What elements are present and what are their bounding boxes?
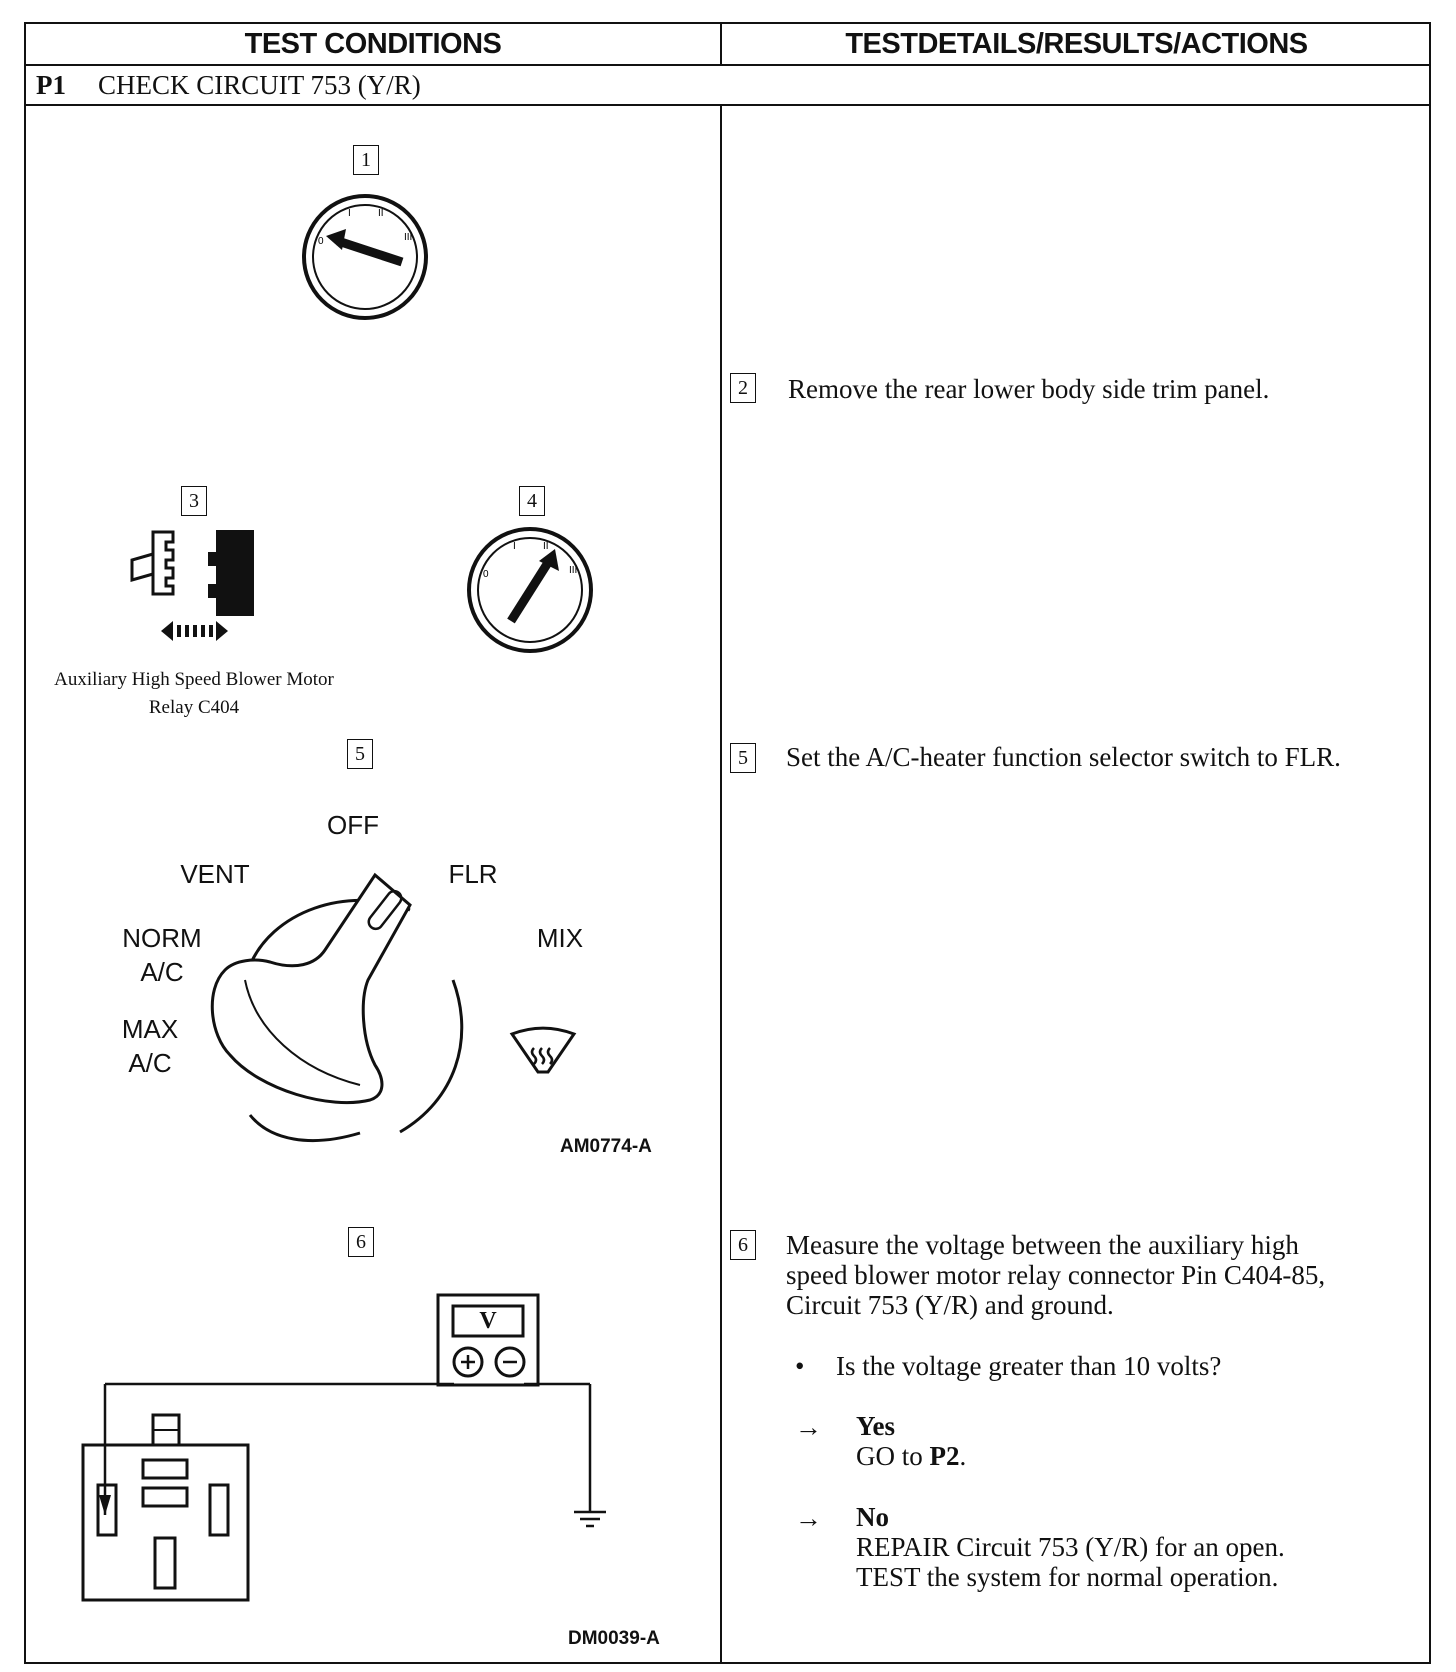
no-arrow-icon: → [795, 1503, 822, 1533]
procedure-table: TEST CONDITIONS TESTDETAILS/RESULTS/ACTI… [24, 22, 1431, 1664]
step-title: CHECK CIRCUIT 753 (Y/R) [98, 69, 421, 100]
step-6-line-2: speed blower motor relay connector Pin C… [786, 1260, 1326, 1290]
svg-text:III: III [404, 232, 412, 243]
step-5-text: Set the A/C-heater function selector swi… [786, 742, 1341, 772]
relay-caption-line1: Auxiliary High Speed Blower Motor [54, 669, 334, 690]
svg-text:III: III [569, 565, 577, 576]
step-2-text: Remove the rear lower body side trim pan… [788, 374, 1270, 404]
svg-text:I: I [348, 208, 351, 219]
dial-label-off: OFF [327, 810, 379, 840]
svg-text:II: II [543, 541, 549, 552]
step-box-1: 1 [353, 145, 379, 175]
relay-caption-line2: Relay C404 [148, 697, 240, 718]
yes-arrow-icon: → [795, 1412, 822, 1442]
no-label: No [856, 1502, 889, 1532]
function-selector-knob-icon [210, 872, 464, 1143]
header-divider [720, 24, 722, 66]
step-6-line-1: Measure the voltage between the auxiliar… [786, 1230, 1299, 1260]
defrost-icon [509, 1026, 577, 1074]
header-test-conditions: TEST CONDITIONS [244, 27, 502, 60]
step-id: P1 [36, 69, 66, 100]
svg-text:I: I [513, 541, 516, 552]
yes-action-pre: GO to [856, 1441, 930, 1471]
column-divider [720, 106, 722, 1664]
step-box-2-right: 2 [730, 373, 756, 403]
dial-label-vent: VENT [180, 859, 250, 889]
no-action-line-2: TEST the system for normal operation. [856, 1562, 1279, 1592]
ignition-switch-off-icon: 0 I II III [302, 194, 428, 320]
voltmeter-label: V [479, 1308, 497, 1334]
dial-label-max-ac: A/C [128, 1048, 172, 1078]
no-action-line-1: REPAIR Circuit 753 (Y/R) for an open. [856, 1532, 1285, 1562]
svg-text:0: 0 [318, 236, 324, 247]
dial-label-max: MAX [121, 1014, 179, 1044]
ignition-switch-run-icon: 0 I II III [467, 527, 593, 653]
dial-label-mix: MIX [536, 923, 584, 953]
svg-text:II: II [378, 208, 384, 219]
yes-action: GO to P2. [856, 1441, 966, 1471]
header-test-details: TESTDETAILS/RESULTS/ACTIONS [845, 27, 1308, 60]
svg-text:0: 0 [483, 569, 489, 580]
question-text: Is the voltage greater than 10 volts? [836, 1351, 1222, 1381]
step-6-line-3: Circuit 753 (Y/R) and ground. [786, 1290, 1114, 1320]
step-box-4: 4 [519, 486, 545, 516]
step-box-6: 6 [348, 1227, 374, 1257]
figure-code-dm0039: DM0039-A [568, 1628, 660, 1649]
step-box-5: 5 [347, 739, 373, 769]
step-box-6-right: 6 [730, 1230, 756, 1260]
bullet: • [795, 1351, 805, 1381]
relay-connector-icon [130, 530, 254, 641]
step-row: P1 CHECK CIRCUIT 753 (Y/R) [26, 66, 1429, 106]
dial-label-flr: FLR [448, 859, 498, 889]
voltmeter-circuit-diagram [81, 1293, 606, 1602]
step-box-5-right: 5 [730, 743, 756, 773]
yes-action-post: . [959, 1441, 967, 1471]
figure-code-am0774: AM0774-A [560, 1136, 652, 1157]
dial-label-norm-ac: A/C [140, 957, 184, 987]
table-header: TEST CONDITIONS TESTDETAILS/RESULTS/ACTI… [26, 24, 1429, 66]
yes-label: Yes [856, 1411, 895, 1441]
yes-action-target: P2 [929, 1441, 960, 1471]
step-box-3: 3 [181, 486, 207, 516]
dial-label-norm: NORM [122, 923, 202, 953]
